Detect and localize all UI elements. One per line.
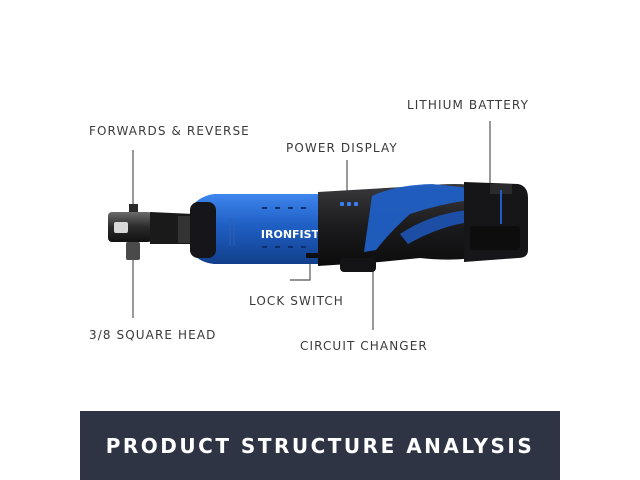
ratchet-head	[108, 204, 194, 260]
blue-housing	[190, 194, 322, 264]
motor-grip	[318, 184, 478, 266]
circuit-changer-label: CIRCUIT CHANGER	[300, 339, 428, 353]
circuit-changer	[340, 258, 376, 272]
forwards-reverse-label: FORWARDS & REVERSE	[89, 124, 250, 138]
lithium-battery-label: LITHIUM BATTERY	[407, 98, 530, 112]
lock-switch	[306, 253, 318, 258]
power-display-leds	[340, 202, 358, 206]
square-head-label: 3/8 SQUARE HEAD	[89, 328, 217, 342]
lock-switch-label: LOCK SWITCH	[249, 294, 344, 308]
power-display-label: POWER DISPLAY	[286, 141, 398, 155]
lithium-battery-pack	[464, 182, 528, 262]
banner-title: PRODUCT STRUCTURE ANALYSIS	[105, 434, 535, 458]
brand-logo: IRONFIST	[261, 228, 320, 241]
title-banner: PRODUCT STRUCTURE ANALYSIS	[80, 411, 560, 480]
